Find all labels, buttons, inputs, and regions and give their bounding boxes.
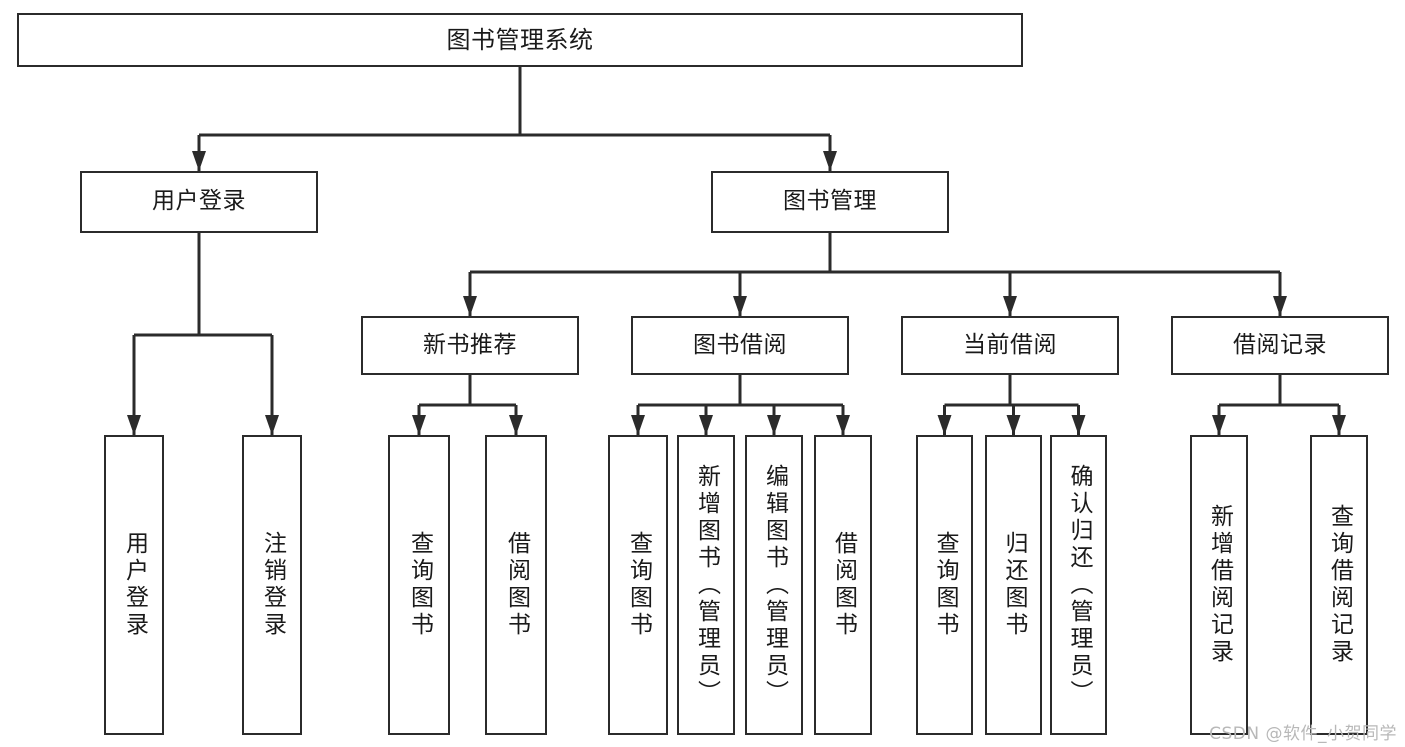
edge-arrowhead <box>127 415 141 435</box>
node-leaf-cb-return[interactable]: 归还图书 <box>985 435 1042 735</box>
node-leaf-rec-borrow[interactable]: 借阅图书 <box>485 435 547 735</box>
node-label-root: 图书管理系统 <box>446 25 594 54</box>
node-leaf-bb-edit[interactable]: 编辑图书（管理员） <box>745 435 803 735</box>
node-label-leaf-rec-borrow: 借阅图书 <box>503 531 530 639</box>
node-label-book-manage: 图书管理 <box>783 188 877 215</box>
edge-arrowhead <box>631 415 645 435</box>
node-root[interactable]: 图书管理系统 <box>17 13 1023 67</box>
node-leaf-bb-add[interactable]: 新增图书（管理员） <box>677 435 735 735</box>
node-leaf-cb-query[interactable]: 查询图书 <box>916 435 973 735</box>
node-leaf-bb-query[interactable]: 查询图书 <box>608 435 668 735</box>
node-leaf-bb-borrow[interactable]: 借阅图书 <box>814 435 872 735</box>
node-label-leaf-cb-confirm: 确认归还（管理员） <box>1066 463 1092 707</box>
node-label-user-login: 用户登录 <box>152 188 246 215</box>
edge-arrowhead <box>733 296 747 316</box>
node-label-leaf-cb-query: 查询图书 <box>932 531 958 639</box>
node-book-borrow[interactable]: 图书借阅 <box>631 316 849 375</box>
node-label-leaf-bb-borrow: 借阅图书 <box>830 531 857 639</box>
edge-arrowhead <box>836 415 850 435</box>
node-label-leaf-user-login: 用户登录 <box>121 531 148 639</box>
node-leaf-user-logout[interactable]: 注销登录 <box>242 435 302 735</box>
edge-arrowhead <box>767 415 781 435</box>
edge-arrowhead <box>412 415 426 435</box>
node-label-new-book-rec: 新书推荐 <box>423 331 517 358</box>
node-label-leaf-cb-return: 归还图书 <box>1001 531 1027 639</box>
edge-arrowhead <box>265 415 279 435</box>
node-label-leaf-bb-query: 查询图书 <box>625 531 652 639</box>
node-book-manage[interactable]: 图书管理 <box>711 171 949 233</box>
edge-arrowhead <box>463 296 477 316</box>
edge-arrowhead <box>509 415 523 435</box>
node-label-book-borrow: 图书借阅 <box>693 331 787 358</box>
node-user-login[interactable]: 用户登录 <box>80 171 318 233</box>
watermark-label: CSDN @软件_小贺同学 <box>1209 724 1397 744</box>
node-label-leaf-bb-edit: 编辑图书（管理员） <box>761 463 788 707</box>
edge-arrowhead <box>937 415 952 435</box>
node-leaf-user-login[interactable]: 用户登录 <box>104 435 164 735</box>
edge-arrowhead <box>192 151 206 171</box>
node-borrow-record[interactable]: 借阅记录 <box>1171 316 1389 375</box>
edge-arrowhead <box>1212 415 1226 435</box>
node-leaf-rec-query[interactable]: 查询图书 <box>388 435 450 735</box>
node-label-leaf-br-add: 新增借阅记录 <box>1206 504 1233 666</box>
edge-arrowhead <box>1006 415 1021 435</box>
edge-arrowhead <box>1003 296 1017 316</box>
node-leaf-br-add[interactable]: 新增借阅记录 <box>1190 435 1248 735</box>
edge-arrowhead <box>699 415 713 435</box>
node-new-book-rec[interactable]: 新书推荐 <box>361 316 579 375</box>
edge-arrowhead <box>1071 415 1086 435</box>
node-label-leaf-rec-query: 查询图书 <box>406 531 433 639</box>
edge-arrowhead <box>1332 415 1346 435</box>
node-label-leaf-user-logout: 注销登录 <box>259 531 286 639</box>
edge-arrowhead <box>823 151 837 171</box>
node-label-leaf-br-query: 查询借阅记录 <box>1326 504 1353 666</box>
node-label-borrow-record: 借阅记录 <box>1233 331 1327 358</box>
node-current-borrow[interactable]: 当前借阅 <box>901 316 1119 375</box>
node-label-leaf-bb-add: 新增图书（管理员） <box>693 463 720 707</box>
node-leaf-cb-confirm[interactable]: 确认归还（管理员） <box>1050 435 1107 735</box>
node-leaf-br-query[interactable]: 查询借阅记录 <box>1310 435 1368 735</box>
node-label-current-borrow: 当前借阅 <box>963 331 1057 358</box>
edge-arrowhead <box>1273 296 1287 316</box>
